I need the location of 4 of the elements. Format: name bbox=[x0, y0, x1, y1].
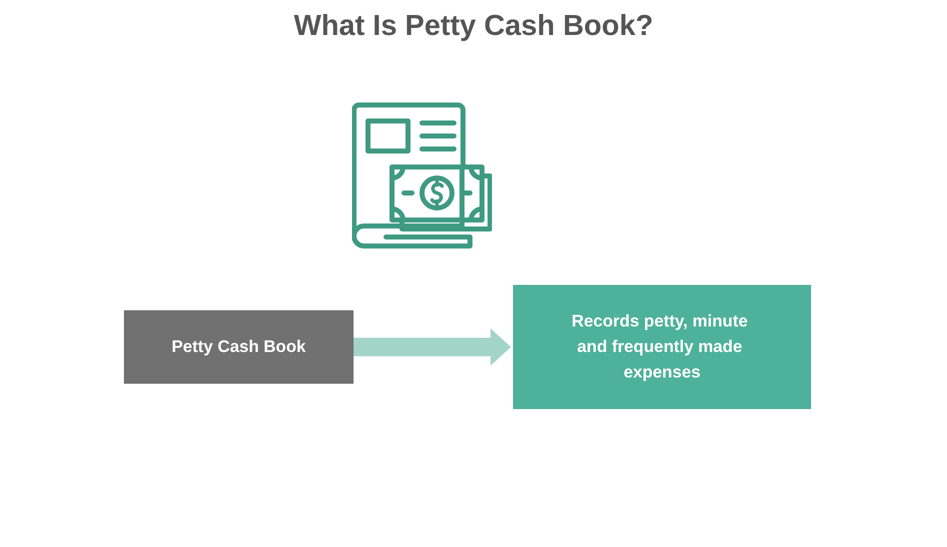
node-box: Records petty, minute and frequently made expenses bbox=[513, 284, 812, 410]
arrow bbox=[353, 328, 511, 366]
title: What Is Petty Cash Book? bbox=[294, 10, 654, 43]
node-box: Petty Cash Book bbox=[124, 310, 354, 384]
